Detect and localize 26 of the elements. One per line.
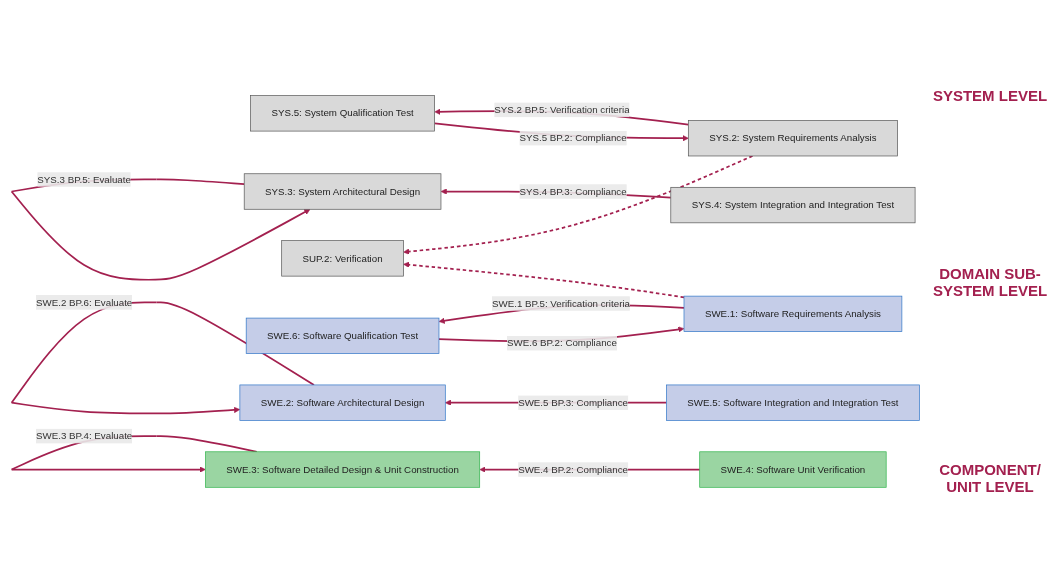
node-box: SWE.2: Software Architectural Design [239,384,446,421]
edge-label: SYS.5 BP.2: Compliance [519,131,627,144]
node-box: SWE.4: Software Unit Verification [699,451,887,488]
arrow [403,154,754,255]
edge-label: SYS.4 BP.3: Compliance [519,185,627,197]
node-box: SWE.3: Software Detailed Design & Unit Construction [205,451,481,488]
edge-label: SWE.2 BP.6: Evaluate [35,296,133,308]
node-box: SWE.6: Software Qualification Test [245,317,440,354]
arrow [403,261,685,298]
node-box: SWE.5: Software Integration and Integration Test [666,384,920,421]
level-label: DOMAIN SUB-SYSTEM LEVEL [931,265,1049,300]
node-box: SUP.2: Verification [281,239,404,277]
node-box: SYS.3: System Architectural Design [243,172,442,210]
level-label: COMPONENT/ UNIT LEVEL [938,461,1042,496]
level-label: SYSTEM LEVEL [932,86,1048,104]
edge-label: SYS.3 BP.5: Evaluate [37,173,131,185]
edge-label: SWE.5 BP.3: Compliance [518,396,628,408]
node-box: SYS.2: System Requirements Analysis [688,119,898,156]
node-box: SYS.5: System Qualification Test [250,94,435,131]
node-box: SYS.4: System Integration and Integration Test [670,186,916,223]
edge-label: SWE.6 BP.2: Compliance [507,336,617,349]
edge-label: SYS.2 BP.5: Verification criteria [494,103,630,115]
edge-label: SWE.4 BP.2: Compliance [518,463,628,475]
edge-label: SWE.1 BP.5: Verification criteria [491,297,630,309]
edge-label: SWE.3 BP.4: Evaluate [35,429,133,441]
node-box: SWE.1: Software Requirements Analysis [683,295,903,332]
